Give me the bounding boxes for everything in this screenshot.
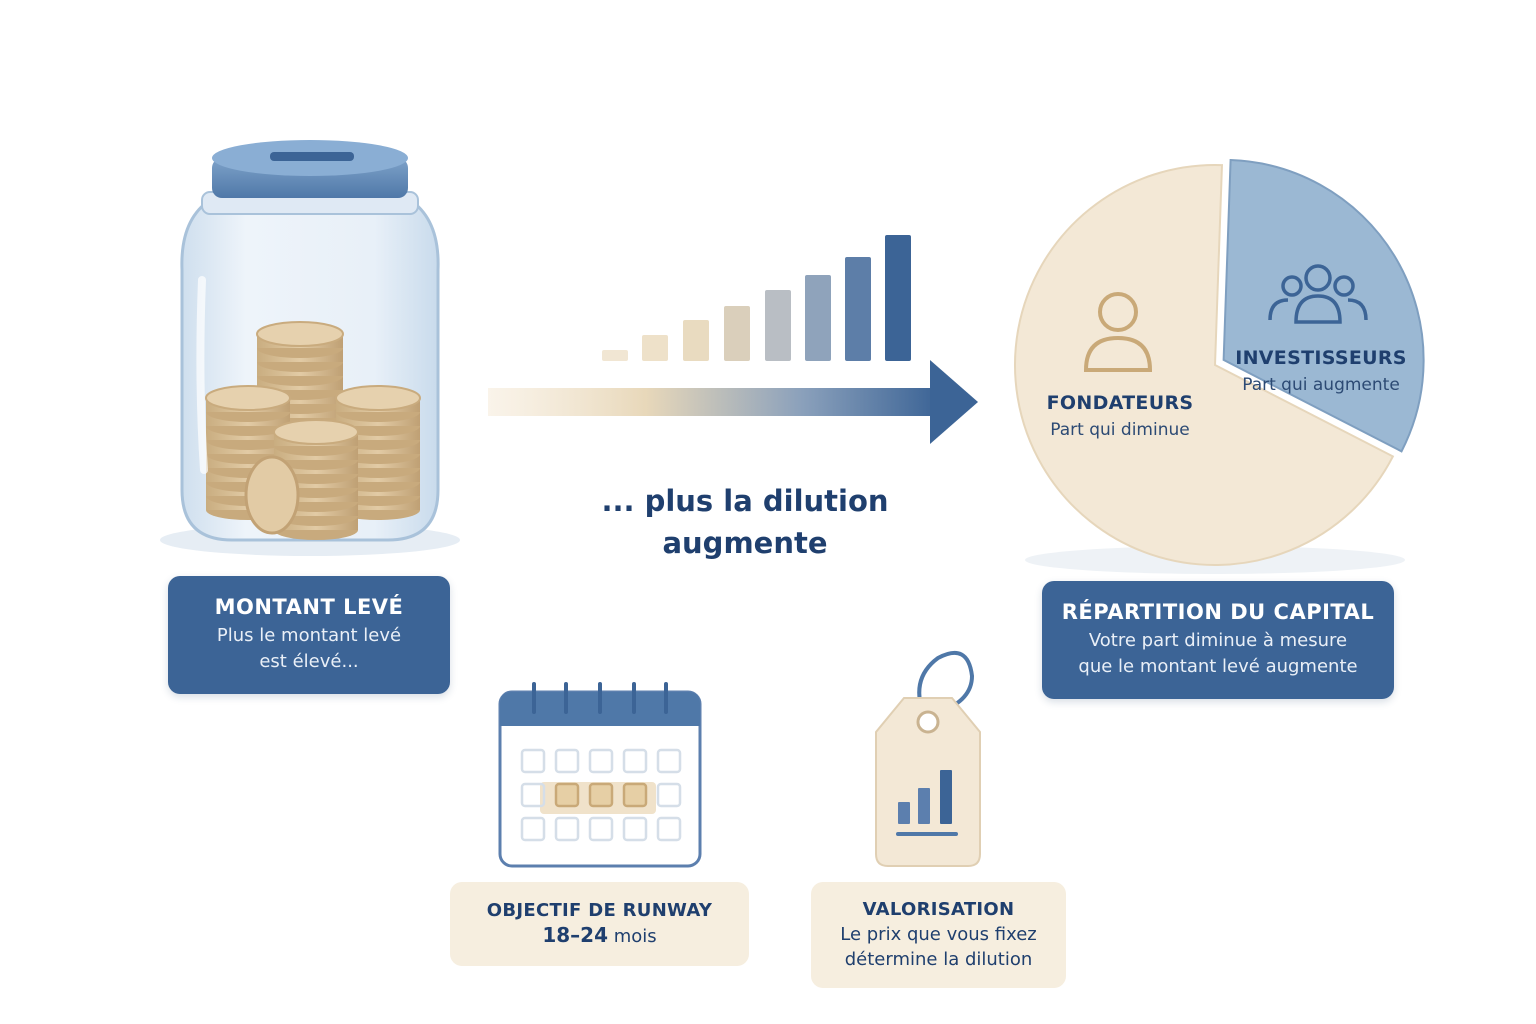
- tag-bar: [898, 802, 910, 824]
- valorisation-line2: détermine la dilution: [844, 948, 1033, 970]
- valorisation-title: VALORISATION: [862, 898, 1015, 920]
- calendar-day: [554, 816, 580, 842]
- coin-top: [273, 419, 359, 445]
- runway-title: OBJECTIF DE RUNWAY: [486, 899, 713, 921]
- founders-subtitle: Part qui diminue: [1050, 420, 1190, 440]
- repartition-card: RÉPARTITION DU CAPITAL Votre part diminu…: [1042, 581, 1394, 699]
- runway-card: OBJECTIF DE RUNWAY 18–24 mois: [450, 882, 749, 966]
- coin-top: [205, 385, 291, 411]
- montant-leve-line1: Plus le montant levé: [216, 625, 402, 646]
- calendar-day: [520, 782, 546, 808]
- repartition-line2: que le montant levé augmente: [1078, 656, 1358, 677]
- tag-bar: [940, 770, 952, 824]
- capital-pie-chart: [1014, 159, 1425, 574]
- growth-bar: [845, 257, 871, 361]
- dilution-caption: ... plus la dilution augmente: [560, 480, 930, 564]
- calendar-day: [656, 782, 682, 808]
- calendar-day: [656, 748, 682, 774]
- coin-top: [335, 385, 421, 411]
- runway-value-line: 18–24 mois: [542, 923, 656, 949]
- calendar-day: [588, 816, 614, 842]
- calendar-day: [622, 748, 648, 774]
- coin-top: [256, 321, 344, 347]
- montant-leve-card: MONTANT LEVÉ Plus le montant levé est él…: [168, 576, 450, 694]
- coin: [244, 455, 300, 535]
- calendar-day: [622, 782, 648, 808]
- runway-value: 18–24: [542, 922, 608, 947]
- calendar-day: [554, 782, 580, 808]
- price-tag-icon: [875, 651, 981, 867]
- caption-line2: augmente: [662, 526, 828, 560]
- calendar-day: [656, 816, 682, 842]
- investors-slice: [1222, 159, 1425, 453]
- caption-line1: ... plus la dilution: [601, 484, 889, 518]
- valorisation-line1: Le prix que vous fixez: [840, 923, 1037, 945]
- growth-bar: [683, 320, 709, 361]
- founders-slice: [1014, 164, 1395, 566]
- group-icon: [1268, 264, 1368, 324]
- runway-unit: mois: [613, 925, 657, 947]
- arrow-right-icon: [488, 360, 978, 444]
- tag-bar: [918, 788, 930, 824]
- coin-jar-icon: [160, 140, 460, 556]
- growth-bar: [885, 235, 911, 361]
- calendar-day: [554, 748, 580, 774]
- repartition-title: RÉPARTITION DU CAPITAL: [1061, 600, 1375, 624]
- founders-label: FONDATEURS Part qui diminue: [1030, 392, 1210, 440]
- calendar-day: [622, 816, 648, 842]
- calendar-day: [520, 748, 546, 774]
- calendar-day: [588, 748, 614, 774]
- growth-bar: [602, 350, 628, 361]
- montant-leve-title: MONTANT LEVÉ: [214, 595, 404, 619]
- growth-bar: [765, 290, 791, 361]
- growth-bar: [642, 335, 668, 361]
- montant-leve-line2: est élevé...: [259, 651, 359, 672]
- investors-subtitle: Part qui augmente: [1242, 375, 1400, 395]
- calendar-icon: [498, 682, 702, 868]
- growth-bars-icon: [602, 235, 911, 361]
- investors-title: INVESTISSEURS: [1235, 347, 1407, 369]
- calendar-day: [588, 782, 614, 808]
- founders-title: FONDATEURS: [1046, 392, 1194, 414]
- repartition-line1: Votre part diminue à mesure: [1088, 630, 1348, 651]
- person-icon: [1083, 292, 1153, 372]
- growth-bar: [805, 275, 831, 361]
- growth-bar: [724, 306, 750, 361]
- valorisation-card: VALORISATION Le prix que vous fixez déte…: [811, 882, 1066, 988]
- investors-label: INVESTISSEURS Part qui augmente: [1230, 347, 1412, 395]
- calendar-day: [520, 816, 546, 842]
